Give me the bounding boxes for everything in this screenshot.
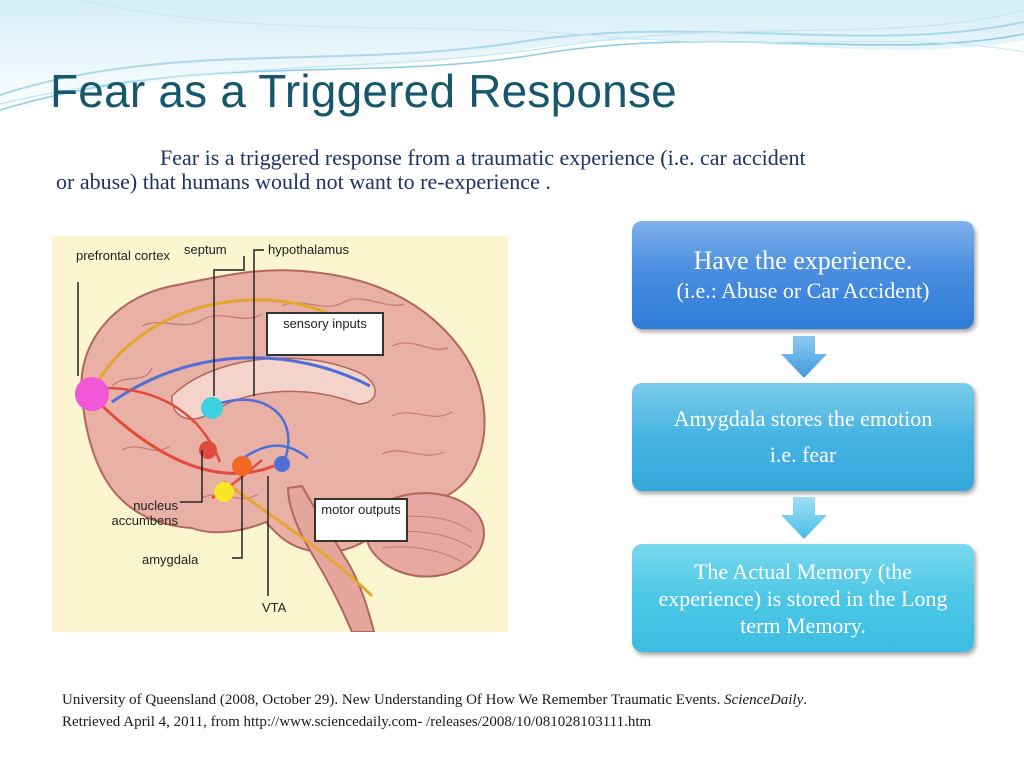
flow-step-have-experience: Have the experience. (i.e.: Abuse or Car… xyxy=(632,221,974,329)
label-amygdala: amygdala xyxy=(142,552,199,567)
citation: University of Queensland (2008, October … xyxy=(62,689,982,733)
header-wave-decoration xyxy=(0,0,1024,118)
flow-step-amygdala-stores: Amygdala stores the emotion i.e. fear xyxy=(632,383,974,491)
flow-step-1-title: Have the experience. xyxy=(693,246,913,275)
down-arrow-icon xyxy=(781,497,827,539)
down-arrow-icon xyxy=(781,336,827,378)
citation-source: ScienceDaily xyxy=(724,692,804,708)
flow-step-3-text: The Actual Memory (the experience) is st… xyxy=(658,558,948,638)
label-nucleus-accumbens: nucleus accumbens xyxy=(111,498,178,528)
intro-paragraph: Fear is a triggered response from a trau… xyxy=(56,145,806,194)
flow-step-2-title: Amygdala stores the emotion xyxy=(673,406,933,431)
slide-title: Fear as a Triggered Response xyxy=(50,65,677,117)
label-prefrontal-cortex: prefrontal cortex xyxy=(76,248,170,263)
label-septum: septum xyxy=(184,242,227,257)
brain-illustration xyxy=(75,249,486,632)
citation-period: . xyxy=(803,692,807,708)
label-vta: VTA xyxy=(262,600,287,615)
label-hypothalamus: hypothalamus xyxy=(268,242,349,257)
flow-step-1-detail: (i.e.: Abuse or Car Accident) xyxy=(676,278,930,303)
citation-text: University of Queensland (2008, October … xyxy=(62,692,725,708)
hypothalamus-highlight xyxy=(274,456,290,472)
brain-diagram: prefrontal cortex septum hypothalamus se… xyxy=(52,236,508,632)
amygdala-highlight xyxy=(214,482,234,502)
flow-step-2-detail: i.e. fear xyxy=(769,442,837,467)
nucleus-accumbens-highlight xyxy=(199,441,217,459)
label-sensory-inputs: sensory inputs xyxy=(266,312,384,356)
label-motor-outputs: motor outputs xyxy=(314,498,408,542)
flow-step-memory-stored: The Actual Memory (the experience) is st… xyxy=(632,544,974,652)
septum-highlight xyxy=(201,397,223,419)
prefrontal-highlight xyxy=(75,377,109,411)
vta-highlight xyxy=(232,456,252,476)
citation-retrieved: Retrieved April 4, 2011, from http://www… xyxy=(62,714,652,730)
